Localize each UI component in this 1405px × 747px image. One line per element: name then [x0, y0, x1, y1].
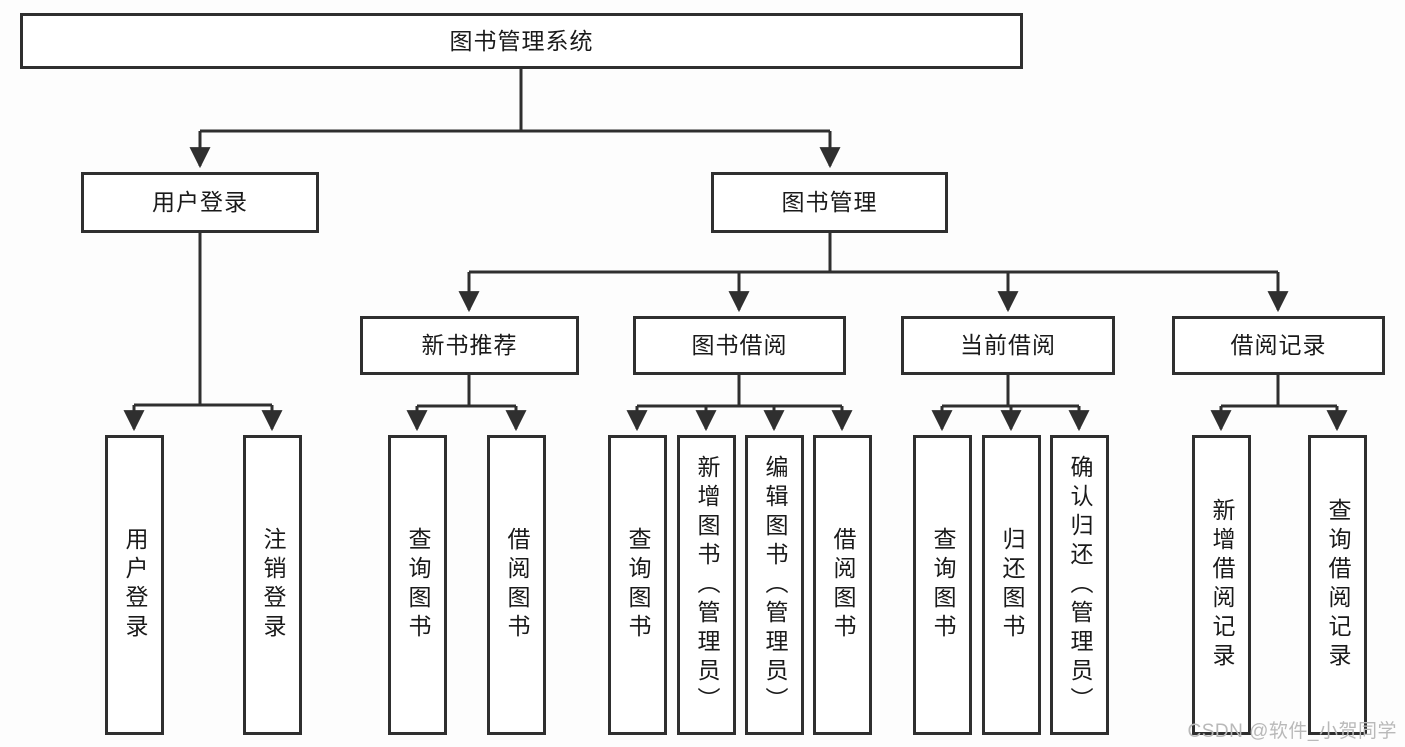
node-leaf-current-query-book[interactable]: 查询图书 [913, 435, 972, 735]
node-leaf-current-confirm-return-label: 确认归还（管理员） [1067, 454, 1093, 716]
node-book-manage-label: 图书管理 [781, 189, 878, 216]
node-borrow-record-label: 借阅记录 [1230, 332, 1327, 359]
node-leaf-borrow-add-book[interactable]: 新增图书（管理员） [677, 435, 736, 735]
node-new-book-rec-label: 新书推荐 [421, 332, 518, 359]
node-leaf-user-logout-label: 注销登录 [260, 527, 286, 643]
node-new-book-rec[interactable]: 新书推荐 [360, 316, 579, 375]
node-leaf-record-query[interactable]: 查询借阅记录 [1308, 435, 1367, 735]
node-leaf-borrow-edit-book-label: 编辑图书（管理员） [762, 454, 788, 716]
node-current-borrow[interactable]: 当前借阅 [901, 316, 1115, 375]
node-leaf-rec-query-book-label: 查询图书 [405, 527, 431, 643]
node-leaf-borrow-add-book-label: 新增图书（管理员） [694, 454, 720, 716]
node-leaf-borrow-query-book[interactable]: 查询图书 [608, 435, 667, 735]
node-leaf-user-login[interactable]: 用户登录 [105, 435, 164, 735]
node-root[interactable]: 图书管理系统 [20, 13, 1023, 69]
node-leaf-borrow-borrow-book-label: 借阅图书 [830, 527, 856, 643]
watermark: CSDN @软件_小贺同学 [1187, 721, 1397, 742]
node-leaf-record-query-label: 查询借阅记录 [1325, 498, 1351, 672]
node-leaf-user-logout[interactable]: 注销登录 [243, 435, 302, 735]
node-leaf-rec-query-book[interactable]: 查询图书 [388, 435, 447, 735]
node-leaf-current-return-book-label: 归还图书 [999, 527, 1025, 643]
node-root-label: 图书管理系统 [449, 27, 594, 54]
node-leaf-current-return-book[interactable]: 归还图书 [982, 435, 1041, 735]
node-leaf-user-login-label: 用户登录 [122, 527, 148, 643]
node-leaf-record-add-label: 新增借阅记录 [1209, 498, 1235, 672]
node-leaf-borrow-query-book-label: 查询图书 [625, 527, 651, 643]
node-leaf-rec-borrow-book-label: 借阅图书 [504, 527, 530, 643]
node-leaf-rec-borrow-book[interactable]: 借阅图书 [487, 435, 546, 735]
node-book-manage[interactable]: 图书管理 [711, 172, 948, 233]
node-leaf-current-query-book-label: 查询图书 [930, 527, 956, 643]
node-book-borrow[interactable]: 图书借阅 [633, 316, 846, 375]
node-leaf-record-add[interactable]: 新增借阅记录 [1192, 435, 1251, 735]
node-user-login[interactable]: 用户登录 [81, 172, 319, 233]
node-current-borrow-label: 当前借阅 [960, 332, 1056, 359]
node-user-login-label: 用户登录 [152, 189, 248, 216]
node-leaf-borrow-borrow-book[interactable]: 借阅图书 [813, 435, 872, 735]
node-borrow-record[interactable]: 借阅记录 [1172, 316, 1385, 375]
node-book-borrow-label: 图书借阅 [691, 332, 788, 359]
node-leaf-borrow-edit-book[interactable]: 编辑图书（管理员） [745, 435, 804, 735]
node-leaf-current-confirm-return[interactable]: 确认归还（管理员） [1050, 435, 1109, 735]
